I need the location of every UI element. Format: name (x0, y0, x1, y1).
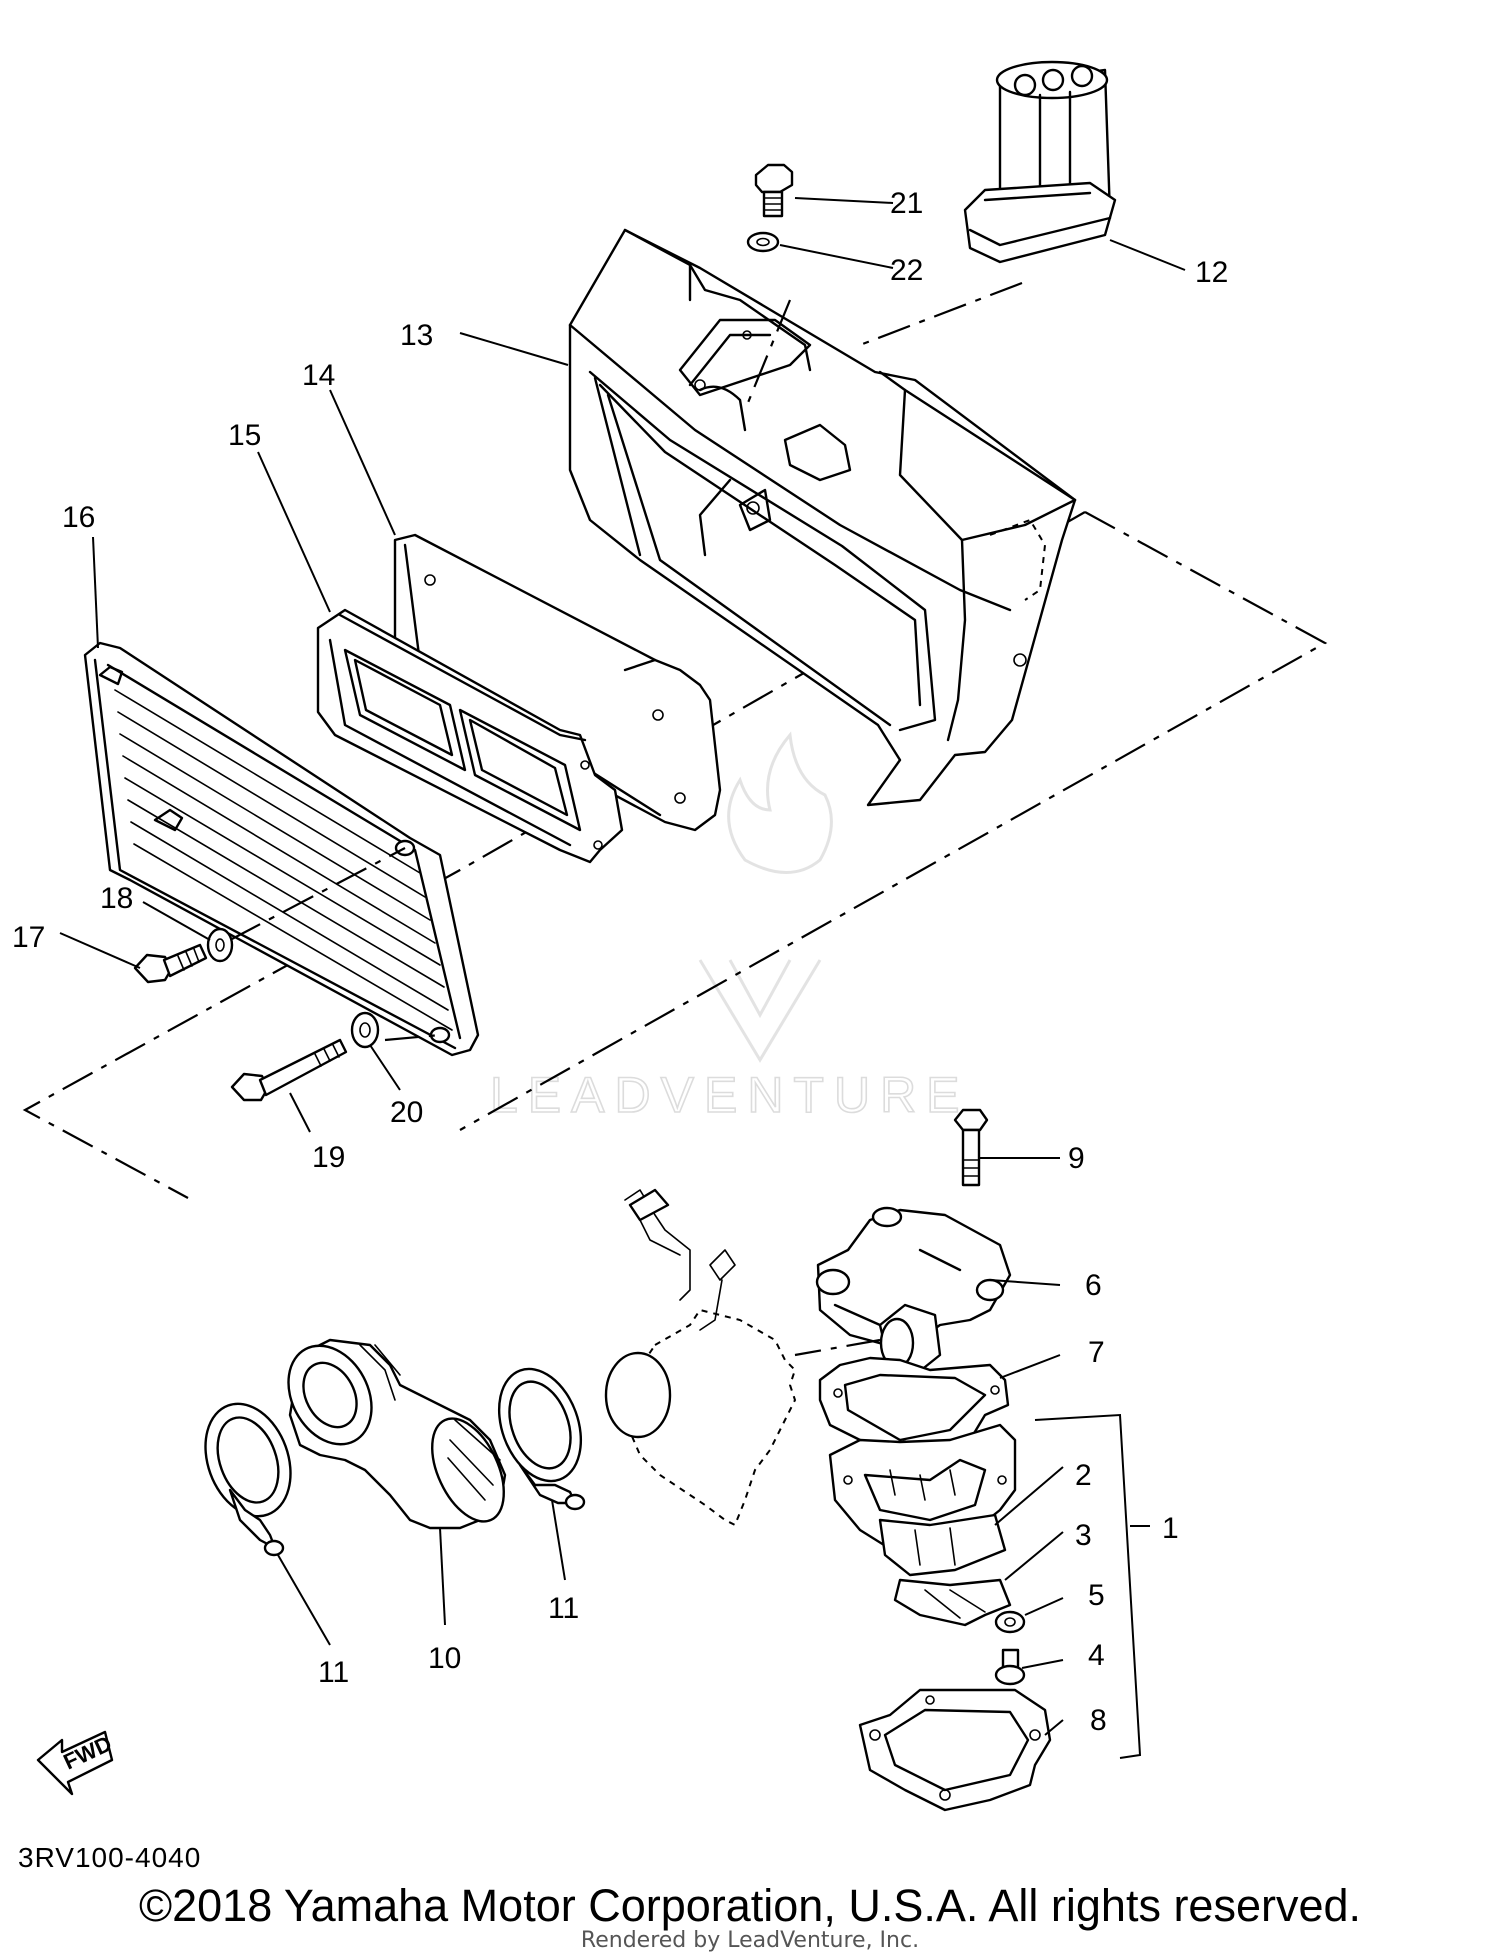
callout-8: 8 (1090, 1704, 1107, 1737)
fwd-arrow-icon: FWD (36, 1731, 116, 1796)
callout-7: 7 (1088, 1336, 1105, 1369)
gasket-7 (818, 1356, 1010, 1457)
callout-2: 2 (1075, 1459, 1092, 1492)
reed-2 (878, 1513, 1007, 1577)
bolt-9 (953, 1108, 989, 1187)
callout-11-left: 11 (318, 1656, 349, 1689)
callout-16: 16 (62, 501, 95, 534)
reed-stopper-3 (893, 1578, 1012, 1627)
callout-15: 15 (228, 419, 261, 452)
callout-19: 19 (312, 1141, 345, 1174)
callout-13: 13 (400, 319, 433, 352)
hose-clamp-left (204, 1402, 292, 1557)
callout-20: 20 (390, 1096, 423, 1129)
screw-4 (994, 1648, 1026, 1686)
washer-20 (350, 1011, 380, 1049)
leadventure-watermark: LEADVENTURE (489, 731, 970, 1124)
callout-4: 4 (1088, 1639, 1105, 1672)
callout-6: 6 (1085, 1269, 1102, 1302)
air-intake-duct (963, 60, 1117, 264)
copyright-notice: ©2018 Yamaha Motor Corporation, U.S.A. A… (138, 1880, 1362, 1931)
callout-11-right: 11 (548, 1592, 579, 1625)
section-divider (22, 511, 1328, 1199)
washer-22 (746, 231, 780, 253)
diagram-code: 3RV100-4040 (18, 1842, 202, 1873)
callout-18: 18 (100, 882, 133, 915)
callout-17: 17 (12, 921, 45, 954)
carburetor-outline (604, 1188, 797, 1527)
callout-3: 3 (1075, 1519, 1092, 1552)
watermark-text: LEADVENTURE (490, 1067, 970, 1123)
hose-clamp-right (497, 1367, 586, 1511)
gasket-8 (858, 1688, 1052, 1812)
washer-5 (994, 1610, 1026, 1634)
bolt-19 (230, 1038, 348, 1102)
callout-14: 14 (302, 359, 335, 392)
callout-22: 22 (890, 254, 923, 287)
element-guide-frame (316, 608, 624, 864)
alignment-lines-upper (229, 281, 1023, 1042)
carburetor-joint (287, 1338, 507, 1530)
rendered-by-note: Rendered by LeadVenture, Inc. (580, 1928, 920, 1953)
callout-10: 10 (428, 1642, 461, 1675)
washer-18 (206, 927, 234, 963)
air-box-case (568, 228, 1077, 807)
reed-valve-cover (815, 1206, 1012, 1377)
callout-9: 9 (1068, 1142, 1085, 1175)
leader-lines (59, 197, 1186, 1736)
bracket-1 (1034, 1413, 1142, 1759)
callout-1: 1 (1162, 1512, 1179, 1545)
alignment-lines-lower (794, 1338, 881, 1357)
callout-21: 21 (890, 187, 923, 220)
callout-12: 12 (1195, 256, 1228, 289)
callout-5: 5 (1088, 1579, 1105, 1612)
callout-labels: 1 2 3 4 5 6 7 8 9 10 11 11 12 13 14 15 1… (12, 187, 1228, 1737)
bolt-21 (754, 163, 794, 218)
bolt-17 (133, 943, 208, 984)
